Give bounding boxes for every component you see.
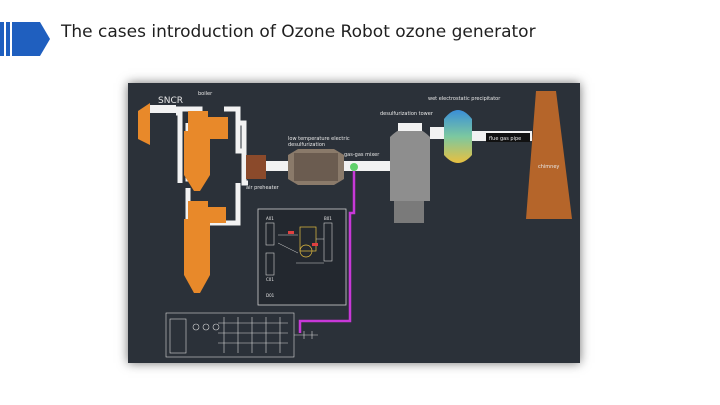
ozone-mixer-label: gas-gas mixer [344,152,380,158]
flue-gas-pipe-label: flue gas pipe [489,136,521,142]
low-temp-esp-label-2: desulfurization [288,142,325,148]
sncr-label: SNCR [158,96,183,106]
process-diagram: SNCR boiler air preheater [128,83,580,363]
equipment-schematic [165,312,318,358]
flue-gas-pipe-tag [486,133,530,142]
chimney [526,91,572,219]
desulfurization-label: desulfurization tower [380,111,434,117]
chevron-arrow-icon [0,22,50,56]
desulfurization-tower [390,123,430,223]
panel-label-a: A01 [266,216,274,221]
ozone-control-line [298,171,356,333]
ozone-mixer-node [350,163,358,171]
sncr-inlet: SNCR [138,96,183,145]
air-preheater-label: air preheater [246,185,280,191]
low-temp-esp-label-1: low temperature electric [288,136,350,142]
chimney-label: chimney [538,164,559,170]
panel-label-d: D01 [266,293,275,298]
boiler-lower [184,201,226,293]
diagram-canvas: SNCR boiler air preheater [128,83,580,363]
panel-label-b: B01 [324,216,332,221]
slide-title: The cases introduction of Ozone Robot oz… [61,22,536,42]
air-preheater-block [246,155,266,179]
panel-label-c: C01 [266,277,274,282]
wet-esp-label: wet electrostatic precipitator [428,96,501,102]
control-panel: A01 B01 C01 D01 [257,208,347,306]
boiler-label: boiler [198,91,213,97]
boiler-upper [184,111,228,191]
low-temp-esp [266,149,370,185]
